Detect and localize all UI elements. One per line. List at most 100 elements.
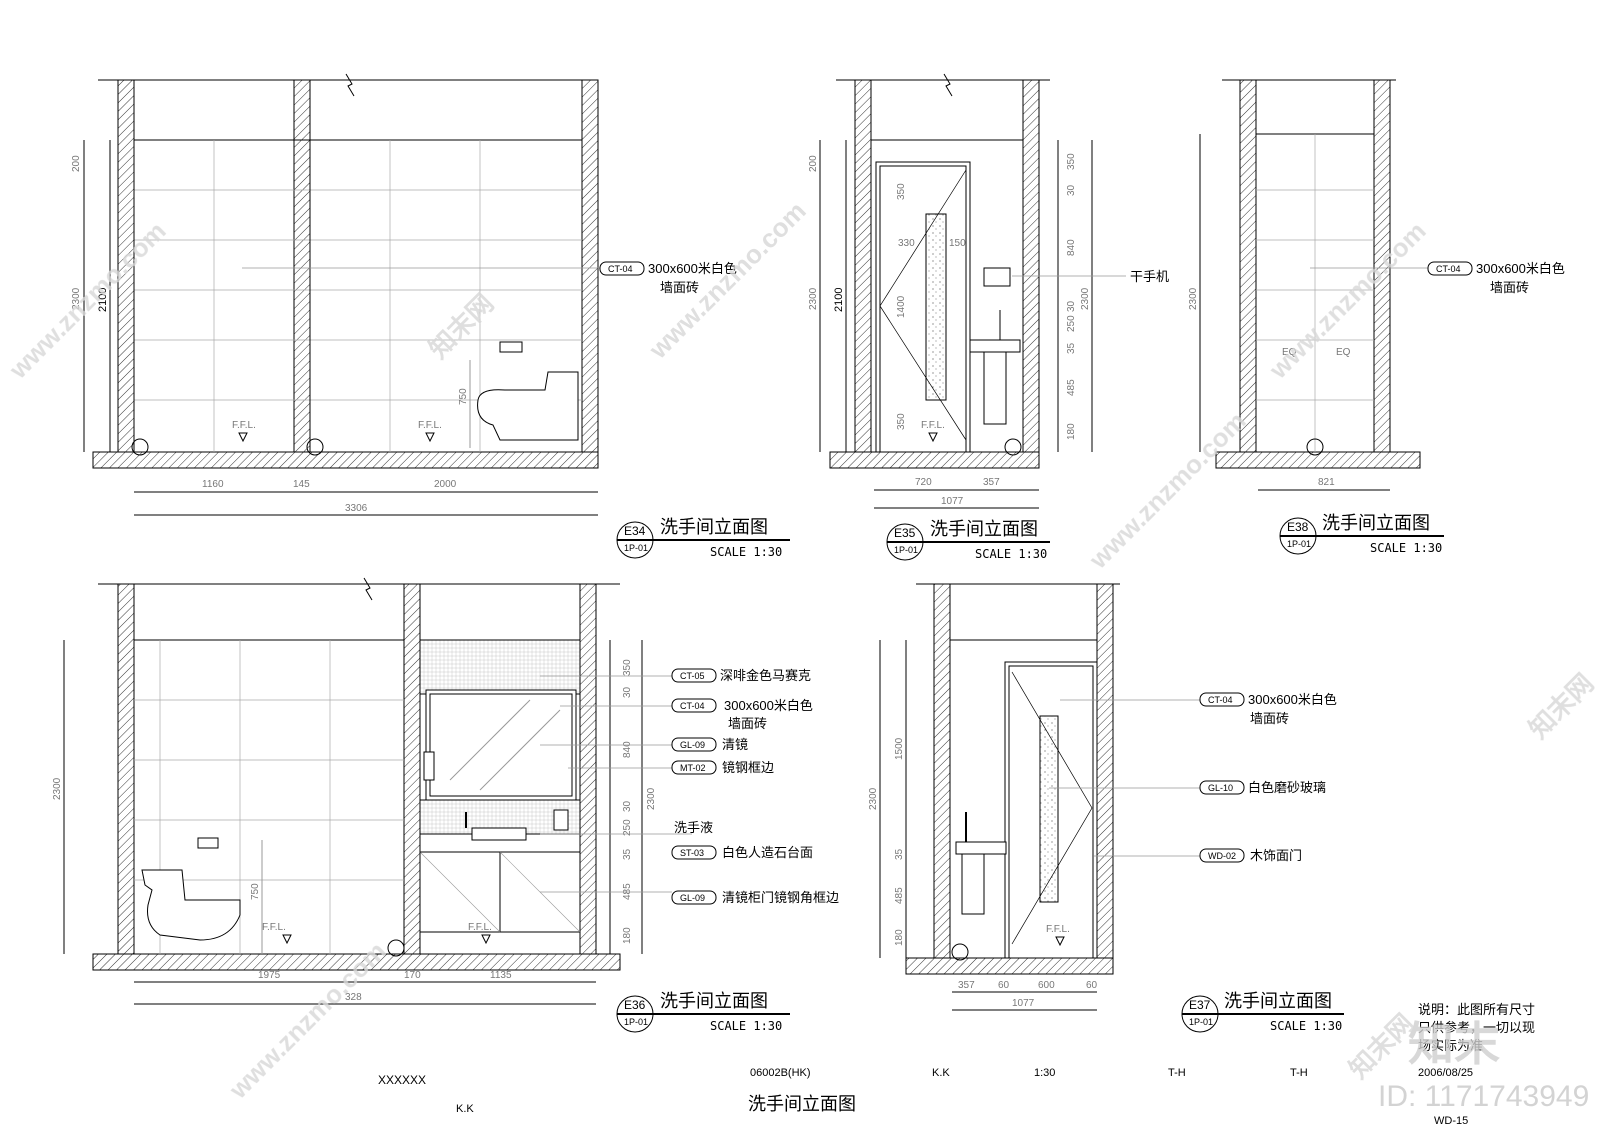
- e36-r-30b: 30: [622, 800, 633, 812]
- title-e37: E37 1P-01 洗手间立面图 SCALE 1:30: [1181, 991, 1344, 1033]
- e36-ffl-2: F.F.L.: [468, 922, 492, 933]
- e34-title: 洗手间立面图: [660, 517, 768, 537]
- e37-sheet-ref: 1P-01: [1189, 1017, 1213, 1027]
- e36-r-30a: 30: [622, 686, 633, 698]
- e37-h-35: 35: [894, 848, 905, 860]
- e36-dim-total: 328: [345, 992, 362, 1003]
- e36-gl09-code: GL-09: [680, 740, 705, 750]
- e35-h-350a: 350: [896, 183, 907, 200]
- e35-dim-total: 1077: [941, 496, 964, 507]
- e37-dim-2: 60: [998, 980, 1010, 991]
- watermark-id: ID: 1171743949: [1378, 1080, 1589, 1113]
- tb-th2: T-H: [1290, 1067, 1308, 1079]
- e36-mt02-code: MT-02: [680, 763, 706, 773]
- e36-r-840: 840: [622, 741, 633, 758]
- elevation-e37: F.F.L. 357 60 600 60 1077 2300 1500 35 4…: [868, 583, 1337, 1011]
- e36-soap-label: 洗手液: [674, 820, 713, 835]
- e35-h-1400: 1400: [896, 295, 907, 318]
- watermark-logo: 知末: [1408, 1018, 1500, 1070]
- e37-dim-total: 1077: [1012, 998, 1035, 1009]
- tb-th1: T-H: [1168, 1067, 1186, 1079]
- e36-ct04-code: CT-04: [680, 701, 705, 711]
- e37-wd02-code: WD-02: [1208, 851, 1236, 861]
- e37-h-485: 485: [894, 887, 905, 904]
- e37-dim-3: 600: [1038, 980, 1055, 991]
- e37-dim-1: 357: [958, 980, 975, 991]
- e35-r-180: 180: [1066, 423, 1077, 440]
- e37-h-1500: 1500: [894, 737, 905, 760]
- tb-scale: 1:30: [1034, 1067, 1055, 1079]
- title-e38: E38 1P-01 洗手间立面图 SCALE 1:30: [1279, 513, 1444, 555]
- e36-st03-text: 白色人造石台面: [722, 845, 813, 860]
- e36-st03-code: ST-03: [680, 848, 704, 858]
- e34-h-200: 200: [71, 155, 82, 172]
- e35-r-485: 485: [1066, 379, 1077, 396]
- watermark-brand-2: 知末网: [423, 288, 499, 364]
- general-note: 说明：此图所有尺寸 只供参考，一切以现 场实际为准: [1418, 1002, 1535, 1053]
- e36-ct04-line1: 300x600米白色: [724, 698, 813, 713]
- e37-ct04-code: CT-04: [1208, 695, 1233, 705]
- e37-scale: SCALE 1:30: [1270, 1019, 1342, 1033]
- e34-ct04-line1: 300x600米白色: [648, 261, 737, 276]
- e37-h-180: 180: [894, 929, 905, 946]
- e36-gl09b-text: 清镜柜门镜钢角框边: [722, 890, 839, 905]
- e36-sheet-ref: 1P-01: [624, 1017, 648, 1027]
- e36-r-250: 250: [622, 819, 633, 836]
- e37-ffl: F.F.L.: [1046, 924, 1070, 935]
- e35-dim-1: 720: [915, 477, 932, 488]
- e35-h-2100: 2100: [833, 288, 845, 312]
- e34-dim-1: 1160: [202, 479, 224, 490]
- e35-dryer-label: 干手机: [1130, 269, 1169, 284]
- title-e36: E36 1P-01 洗手间立面图 SCALE 1:30: [616, 991, 790, 1033]
- e38-ct04-code: CT-04: [1436, 264, 1461, 274]
- e38-scale: SCALE 1:30: [1370, 541, 1442, 555]
- e35-r-840: 840: [1066, 239, 1077, 256]
- e35-r-30b: 30: [1066, 300, 1077, 312]
- note-line-3: 场实际为准: [1418, 1038, 1483, 1053]
- e34-dim-total: 3306: [345, 503, 368, 514]
- elevation-e38: EQ EQ 821 2300 CT-04 300x600米白色 墙面砖: [1188, 79, 1565, 491]
- e34-scale: SCALE 1:30: [710, 545, 782, 559]
- tb-kk2: K.K: [932, 1067, 950, 1079]
- e36-title: 洗手间立面图: [660, 991, 768, 1011]
- e36-r-180: 180: [622, 927, 633, 944]
- note-line-1: 说明：此图所有尺寸: [1418, 1002, 1535, 1017]
- tb-drawing-title: 洗手间立面图: [748, 1094, 856, 1114]
- e38-sheet-ref: 1P-01: [1287, 539, 1311, 549]
- e38-dim-w: 821: [1318, 477, 1335, 488]
- watermark-site-5: www.znzmo.com: [1262, 216, 1431, 385]
- e36-ct05-text: 深啡金色马赛克: [720, 668, 811, 683]
- elevation-e34: F.F.L. F.F.L. 1160 145 2000 3306 200 230…: [71, 73, 737, 516]
- e35-h-200: 200: [808, 155, 819, 172]
- tb-date: 2006/08/25: [1418, 1067, 1473, 1079]
- e36-scale: SCALE 1:30: [710, 1019, 782, 1033]
- e37-gl10-code: GL-10: [1208, 783, 1233, 793]
- e37-ct04-line1: 300x600米白色: [1248, 692, 1337, 707]
- e34-ffl-2: F.F.L.: [418, 420, 442, 431]
- e35-r-35: 35: [1066, 342, 1077, 354]
- elevation-e36: F.F.L. F.F.L. 1975 170 1135 328 2300 750…: [52, 577, 839, 1005]
- e36-r-35: 35: [622, 848, 633, 860]
- e37-dim-4: 60: [1086, 980, 1098, 991]
- e36-r-2300: 2300: [646, 787, 657, 810]
- e38-tag: E38: [1287, 520, 1309, 534]
- e37-gl10-text: 白色磨砂玻璃: [1248, 780, 1326, 795]
- e36-tag: E36: [624, 998, 646, 1012]
- e36-dim-1: 1975: [258, 970, 281, 981]
- e36-ffl-1: F.F.L.: [262, 922, 286, 933]
- e34-ct04-code: CT-04: [608, 264, 633, 274]
- e35-r-250: 250: [1066, 315, 1077, 332]
- e34-ct04-line2: 墙面砖: [660, 280, 699, 295]
- e35-h-2300: 2300: [808, 287, 819, 310]
- e34-h-2300: 2300: [71, 287, 82, 310]
- e34-h-2100: 2100: [97, 288, 109, 312]
- watermark-site-3: www.znzmo.com: [1082, 406, 1251, 575]
- e36-dim-2: 170: [404, 970, 421, 981]
- e34-tag: E34: [624, 524, 646, 538]
- e37-tag: E37: [1189, 998, 1211, 1012]
- tb-project: 06002B(HK): [750, 1067, 811, 1079]
- e35-title: 洗手间立面图: [930, 519, 1038, 539]
- e36-h-2300: 2300: [52, 777, 63, 800]
- e35-dim-2: 357: [983, 477, 1000, 488]
